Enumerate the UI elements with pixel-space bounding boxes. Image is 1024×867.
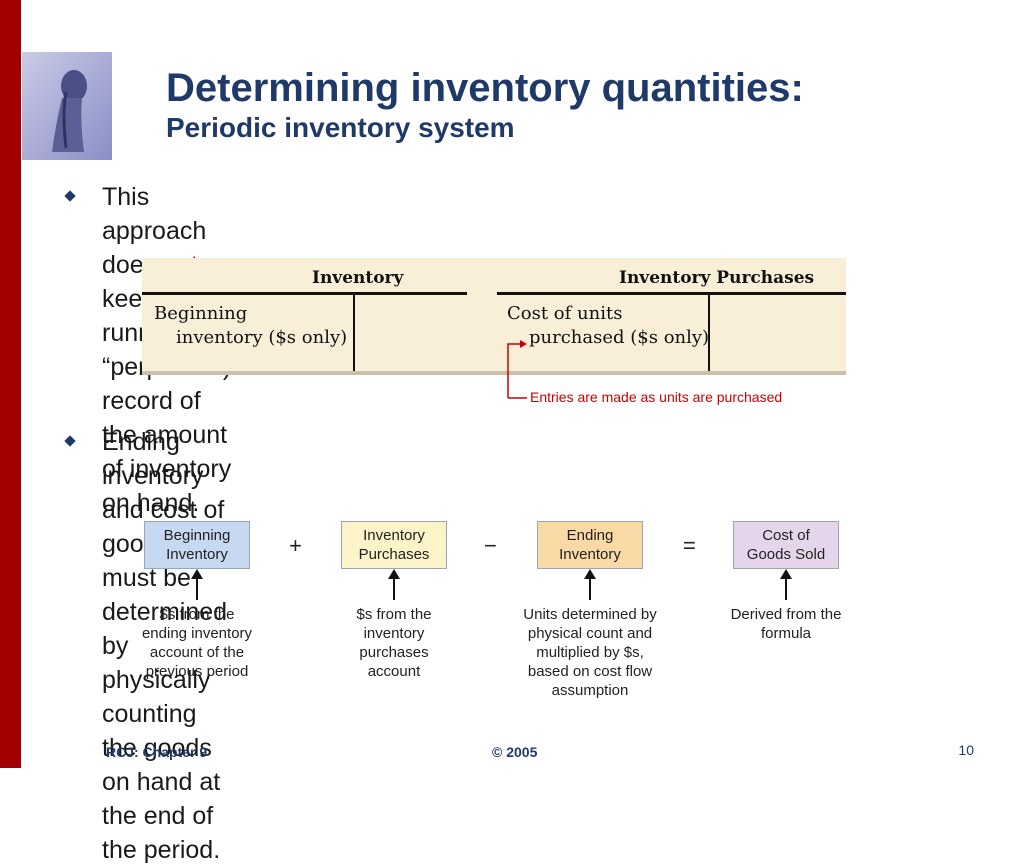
entry-line1: Cost of units (507, 303, 623, 324)
bullet-diamond-icon (64, 190, 76, 202)
t-account-purchases-caption: Inventory Purchases (619, 268, 815, 288)
up-arrow-icon (584, 569, 596, 600)
term-line2: Goods Sold (746, 546, 826, 563)
figure-bottom-rule (142, 371, 846, 375)
up-arrow-icon (780, 569, 792, 600)
t-account-purchases-divider (708, 295, 710, 371)
term-line1: Beginning (163, 527, 231, 544)
entries-note: Entries are made as units are purchased (530, 389, 783, 405)
desc-line: Units determined by (523, 606, 657, 623)
footer-copyright: © 2005 (492, 744, 538, 760)
t-account-inventory-entry: Beginning inventory ($s only) (154, 302, 347, 350)
term-line1: Inventory (363, 527, 425, 544)
note-pointer-arrow (507, 340, 527, 399)
bullet-diamond-icon (64, 435, 76, 447)
plus-operator: + (289, 533, 302, 558)
entry-line1: Beginning (154, 303, 248, 324)
page-title: Determining inventory quantities: (166, 66, 804, 110)
page-number: 10 (958, 742, 974, 758)
desc-line: based on cost flow (527, 663, 653, 680)
entry-line2: inventory ($s only) (176, 327, 348, 348)
term-beginning-inventory-desc: $s from the ending inventory account of … (117, 605, 277, 681)
desc-line: $s from the (159, 606, 235, 623)
term-line1: Cost of (762, 527, 810, 544)
desc-line: assumption (551, 682, 629, 699)
desc-line: physical count and (527, 625, 653, 642)
desc-line: Derived from the (730, 606, 842, 623)
t-account-inventory-divider (353, 295, 355, 371)
desc-line: purchases (359, 644, 429, 661)
t-account-purchases-top (497, 292, 846, 295)
page-subtitle: Periodic inventory system (166, 112, 515, 143)
bullet-2-line2: physically counting the goods on hand at… (102, 666, 221, 864)
up-arrow-icon (388, 569, 400, 600)
entry-line2: purchased ($s only) (529, 327, 710, 348)
desc-line: $s from the (356, 606, 432, 623)
t-account-inventory-caption: Inventory (312, 268, 404, 288)
t-account-inventory-top (142, 292, 467, 295)
desc-line: ending inventory (141, 625, 253, 642)
term-cost-of-goods-sold: Cost of Goods Sold (733, 521, 839, 569)
term-line2: Inventory (166, 546, 228, 563)
desc-line: inventory (363, 625, 425, 642)
bullet-1-line2: the amount of inventory on hand. (102, 421, 232, 517)
term-cost-of-goods-sold-desc: Derived from the formula (706, 605, 866, 643)
keyhole-figure-icon (22, 52, 112, 160)
term-line1: Ending (566, 527, 614, 544)
equals-operator: = (683, 533, 696, 558)
desc-line: formula (760, 625, 812, 642)
term-ending-inventory-desc: Units determined by physical count and m… (510, 605, 670, 700)
up-arrow-icon (191, 569, 203, 600)
term-line2: Purchases (358, 546, 430, 563)
term-line2: Inventory (559, 546, 621, 563)
footer-chapter: RCJ: Chapter 9 (106, 744, 208, 760)
desc-line: multiplied by $s, (536, 644, 644, 661)
t-accounts-figure: Inventory Beginning inventory ($s only) … (142, 258, 846, 375)
desc-line: account (367, 663, 421, 680)
accent-bar (0, 0, 21, 768)
desc-line: account of the (149, 644, 245, 661)
term-inventory-purchases-desc: $s from the inventory purchases account (314, 605, 474, 681)
minus-operator: − (484, 533, 497, 558)
desc-line: previous period (145, 663, 249, 680)
t-account-purchases-entry: Cost of units purchased ($s only) (507, 302, 709, 350)
